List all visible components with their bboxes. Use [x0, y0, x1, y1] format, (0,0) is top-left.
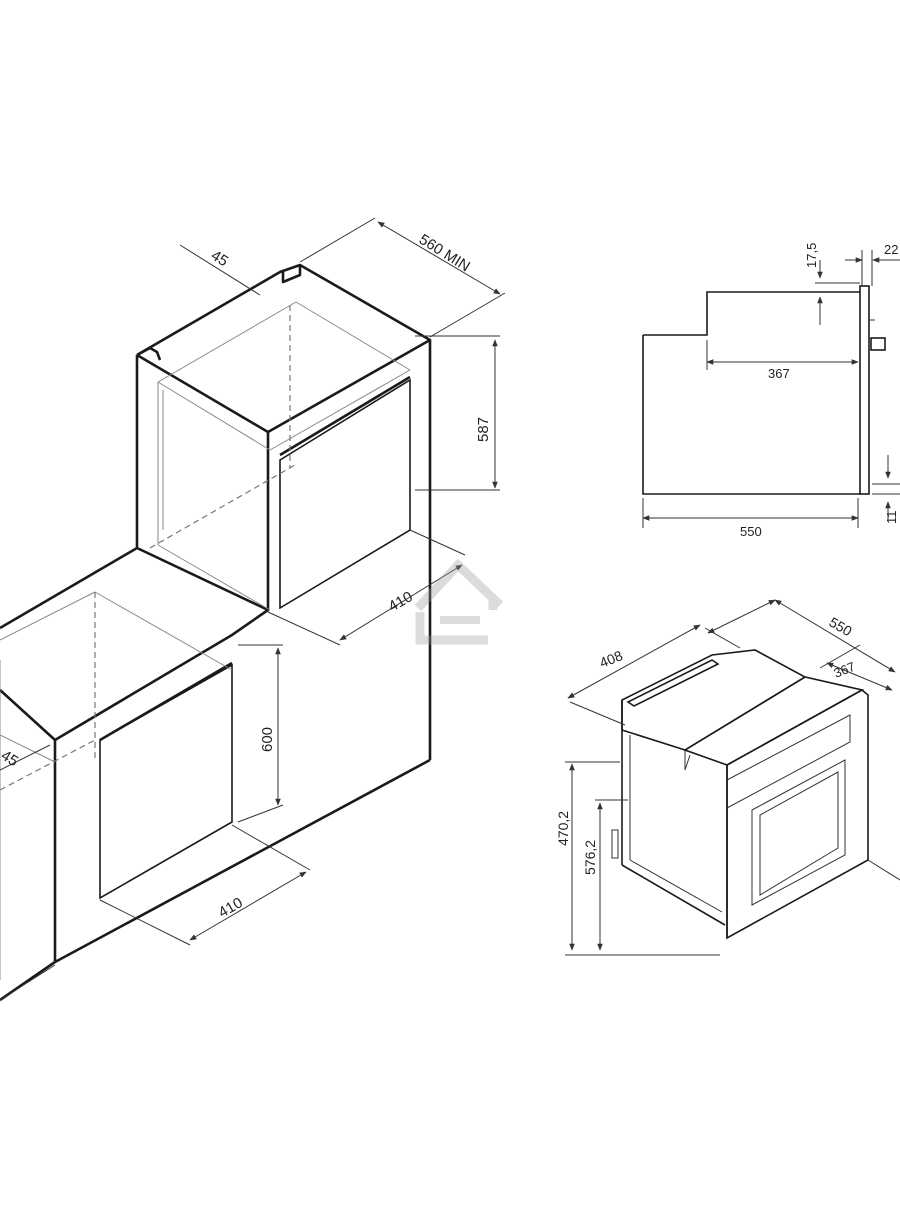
upper-cabinet	[135, 263, 432, 760]
label-top-offset: 45	[208, 247, 231, 270]
label-total-depth: 550	[740, 524, 762, 539]
label-iso-width: 408	[597, 647, 625, 671]
label-iso-depth: 550	[827, 614, 855, 640]
cabinet-dimension-lines	[0, 217, 506, 1001]
label-bottom-offset: 45	[0, 747, 21, 770]
label-iso-total-height: 576,2	[582, 840, 598, 875]
label-top-cavity-height: 587	[475, 417, 492, 442]
label-bottom-cavity-width: 410	[216, 894, 246, 921]
label-bottom-offset: 11	[884, 511, 899, 525]
oven-side-view: 17,5 22 367 550 11	[642, 242, 900, 539]
label-top-cavity-width: 410	[386, 588, 416, 615]
label-cabinet-depth: 560 MIN	[416, 231, 473, 275]
label-iso-body-height: 470,2	[555, 811, 571, 846]
label-front-offset: 22	[884, 242, 898, 257]
oven-isometric: 408 550 367 470,2 576,2	[555, 599, 900, 956]
label-iso-depth-upper: 367	[832, 659, 858, 681]
watermark-logo	[414, 558, 504, 645]
label-upper-depth: 367	[768, 366, 790, 381]
cabinet-isometric: 45 560 MIN 587 410 600 410 45	[0, 217, 506, 1002]
label-top-thickness: 17,5	[804, 243, 819, 268]
label-bottom-cavity-height: 600	[259, 727, 276, 752]
lower-cabinet	[0, 546, 431, 1002]
